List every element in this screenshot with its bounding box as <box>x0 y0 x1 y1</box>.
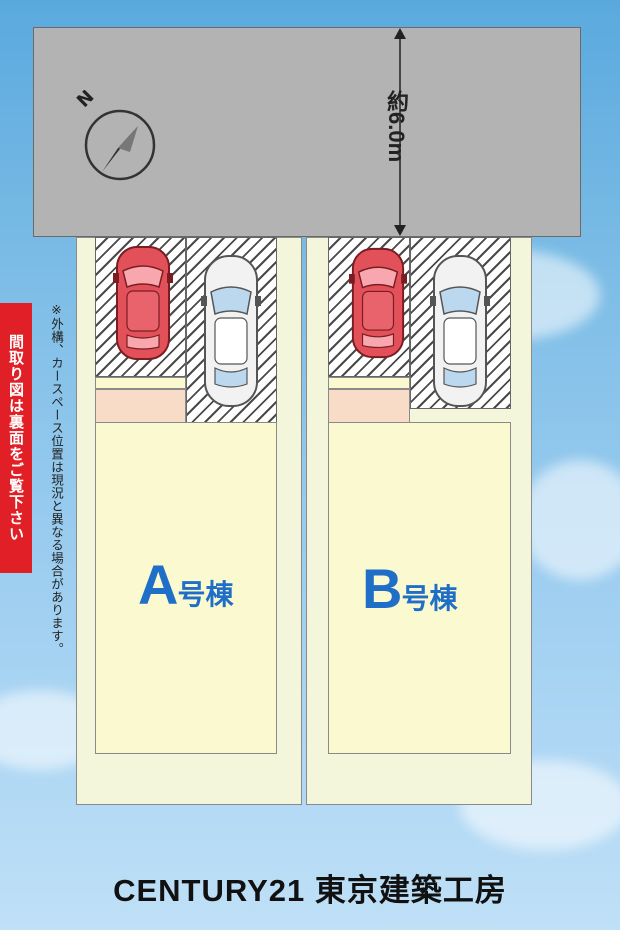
floorplan-notice-tab: 間取り図は裏面をご覧下さい <box>0 303 32 573</box>
building-b-label: B号棟 <box>362 556 457 621</box>
red-car-icon <box>113 246 173 360</box>
building-a-suffix: 号棟 <box>177 579 234 610</box>
building-a-label: A号棟 <box>138 552 233 617</box>
company-footer: CENTURY21 東京建築工房 <box>113 873 507 908</box>
red-car-icon <box>349 247 407 359</box>
entry-step-b <box>328 377 410 389</box>
white-car-icon <box>201 255 261 407</box>
building-b <box>328 422 511 754</box>
entrance-a <box>95 389 186 423</box>
svg-text:N: N <box>73 90 99 112</box>
building-b-suffix: 号棟 <box>401 583 458 614</box>
entrance-b <box>328 389 410 423</box>
building-a-letter: A <box>138 553 178 616</box>
building-a <box>95 422 277 754</box>
compass-north-icon: N <box>73 90 156 181</box>
cloud <box>520 460 620 580</box>
white-car-icon <box>430 255 490 407</box>
entry-step-a <box>95 377 186 389</box>
disclaimer-note: ※外構、カースペース位置は現況と異なる場合があります。 <box>49 302 64 656</box>
road-width-dimension-line <box>394 28 406 236</box>
road <box>33 27 581 237</box>
road-width-label: 約6.0m <box>384 90 409 163</box>
building-b-letter: B <box>362 557 402 620</box>
